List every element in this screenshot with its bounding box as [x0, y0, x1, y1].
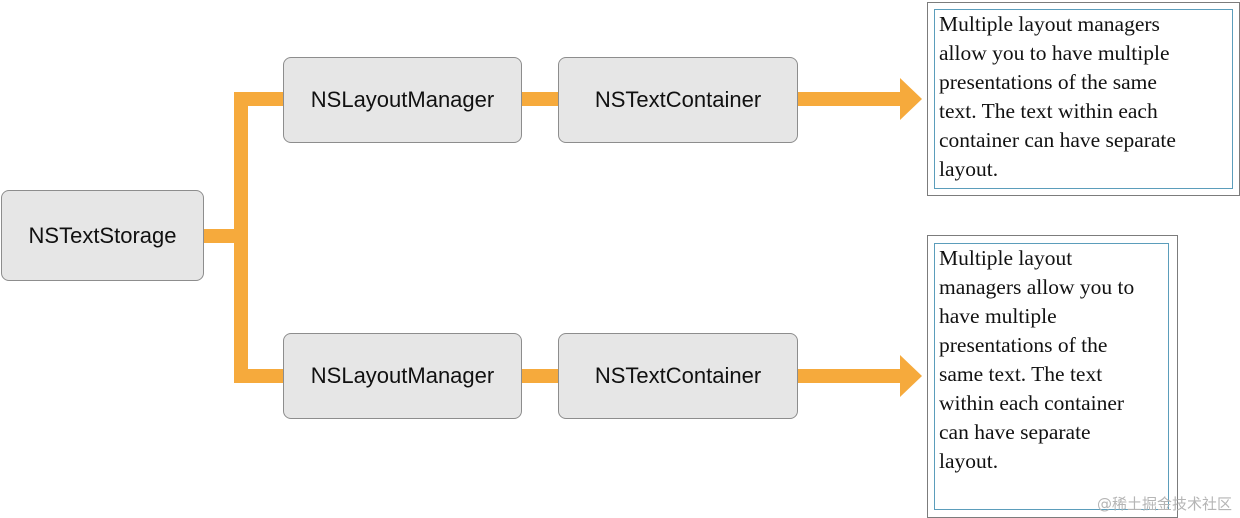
container-text-line: container can have separate: [939, 128, 1176, 152]
container-text-line: layout.: [939, 157, 999, 181]
connector-storage-to-trunk: [203, 229, 243, 243]
container-illustration-top: Multiple layout managers allow you to ha…: [927, 2, 1240, 196]
watermark: @稀土掘金技术社区: [1096, 495, 1232, 513]
layout-manager-node-bottom: NSLayoutManager: [283, 333, 522, 419]
connector-trunk-to-top-layout-manager: [234, 92, 286, 106]
container-illustration-bottom-inner: Multiple layout managers allow you to ha…: [934, 243, 1169, 510]
connector-trunk-to-bottom-layout-manager: [234, 369, 286, 383]
container-text-line: allow you to have multiple: [939, 41, 1170, 65]
arrow-shaft-top: [797, 92, 901, 106]
container-text-line: Multiple layout: [939, 246, 1073, 270]
connector-vertical-trunk: [234, 92, 248, 383]
container-text-line: can have separate: [939, 420, 1091, 444]
container-text-line: Multiple layout managers: [939, 12, 1160, 36]
text-container-node-bottom: NSTextContainer: [558, 333, 798, 419]
container-text-line: text. The text within each: [939, 99, 1158, 123]
container-description-top: Multiple layout managers allow you to ha…: [939, 10, 1230, 184]
container-illustration-top-inner: Multiple layout managers allow you to ha…: [934, 9, 1233, 189]
container-text-line: have multiple: [939, 304, 1057, 328]
container-illustration-bottom: Multiple layout managers allow you to ha…: [927, 235, 1178, 518]
container-text-line: same text. The text: [939, 362, 1103, 386]
container-text-line: presentations of the same: [939, 70, 1157, 94]
layout-manager-node-top: NSLayoutManager: [283, 57, 522, 143]
container-description-bottom: Multiple layout managers allow you to ha…: [939, 244, 1166, 476]
arrow-head-top: [900, 78, 922, 120]
connector-bottom-layout-to-container: [520, 369, 560, 383]
container-text-line: presentations of the: [939, 333, 1108, 357]
arrow-shaft-bottom: [797, 369, 901, 383]
container-text-line: managers allow you to: [939, 275, 1135, 299]
text-storage-node: NSTextStorage: [1, 190, 204, 281]
arrow-head-bottom: [900, 355, 922, 397]
container-text-line: within each container: [939, 391, 1125, 415]
text-container-node-top: NSTextContainer: [558, 57, 798, 143]
container-text-line: layout.: [939, 449, 999, 473]
connector-top-layout-to-container: [520, 92, 560, 106]
